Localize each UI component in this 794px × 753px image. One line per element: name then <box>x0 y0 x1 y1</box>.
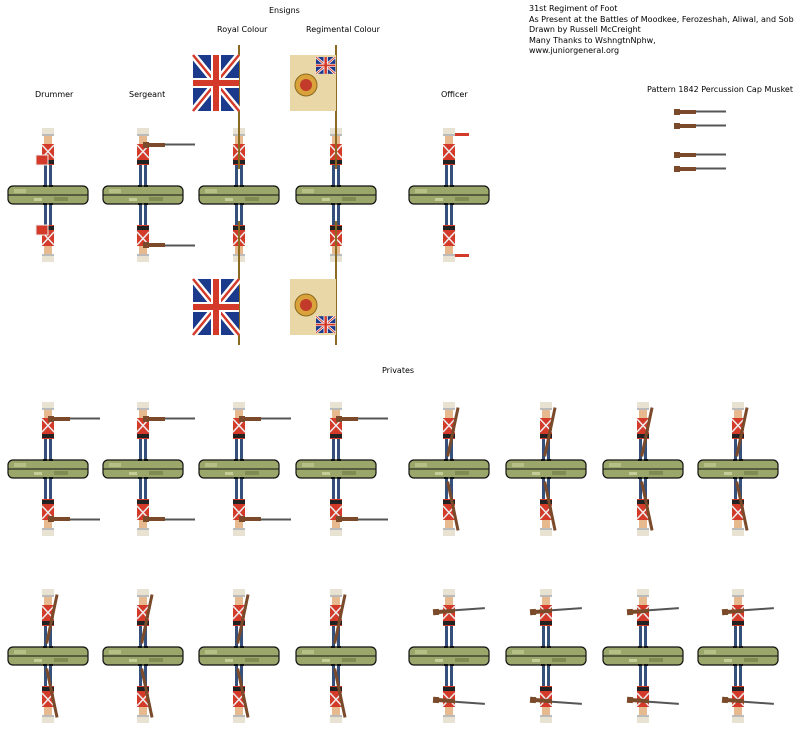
privates-heading: Privates <box>382 366 415 375</box>
private-advancing-3 <box>603 589 683 723</box>
drummer-label: Drummer <box>35 90 74 99</box>
private-loading-3 <box>603 402 683 536</box>
officer-label: Officer <box>441 90 468 99</box>
credits-title: 31st Regiment of Foot <box>529 4 618 13</box>
credits-battles: As Present at the Battles of Moodkee, Fe… <box>529 14 794 24</box>
credits-website: www.juniorgeneral.org <box>529 46 620 55</box>
credits-thanks: Many Thanks to WshngtnNphw, <box>529 35 656 45</box>
private-loading-1 <box>409 402 489 536</box>
private-advancing-4 <box>698 589 778 723</box>
private-advancing-1 <box>409 589 489 723</box>
drummer-mini <box>8 128 88 262</box>
credits-author: Drawn by Russell McCreight <box>529 25 641 34</box>
regimental-colour-mini <box>290 45 376 345</box>
sergeant-mini <box>103 128 195 262</box>
musket-display <box>674 109 726 172</box>
private-standing-1 <box>8 589 88 723</box>
private-aiming-3 <box>199 402 291 536</box>
private-advancing-2 <box>506 589 586 723</box>
private-standing-4 <box>296 589 376 723</box>
sergeant-label: Sergeant <box>129 90 166 99</box>
credits-block: 31st Regiment of Foot As Present at the … <box>529 4 794 57</box>
regimental-colour-label: Regimental Colour <box>306 25 380 34</box>
royal-colour-label: Royal Colour <box>217 25 268 34</box>
officer-mini <box>409 128 489 262</box>
ensigns-heading: Ensigns <box>269 6 300 15</box>
private-loading-2 <box>506 402 586 536</box>
private-loading-4 <box>698 402 778 536</box>
private-aiming-1 <box>8 402 100 536</box>
private-standing-3 <box>199 589 279 723</box>
private-standing-2 <box>103 589 183 723</box>
private-aiming-2 <box>103 402 195 536</box>
musket-label: Pattern 1842 Percussion Cap Musket <box>647 85 793 94</box>
royal-colour-mini <box>193 45 279 345</box>
private-aiming-4 <box>296 402 388 536</box>
